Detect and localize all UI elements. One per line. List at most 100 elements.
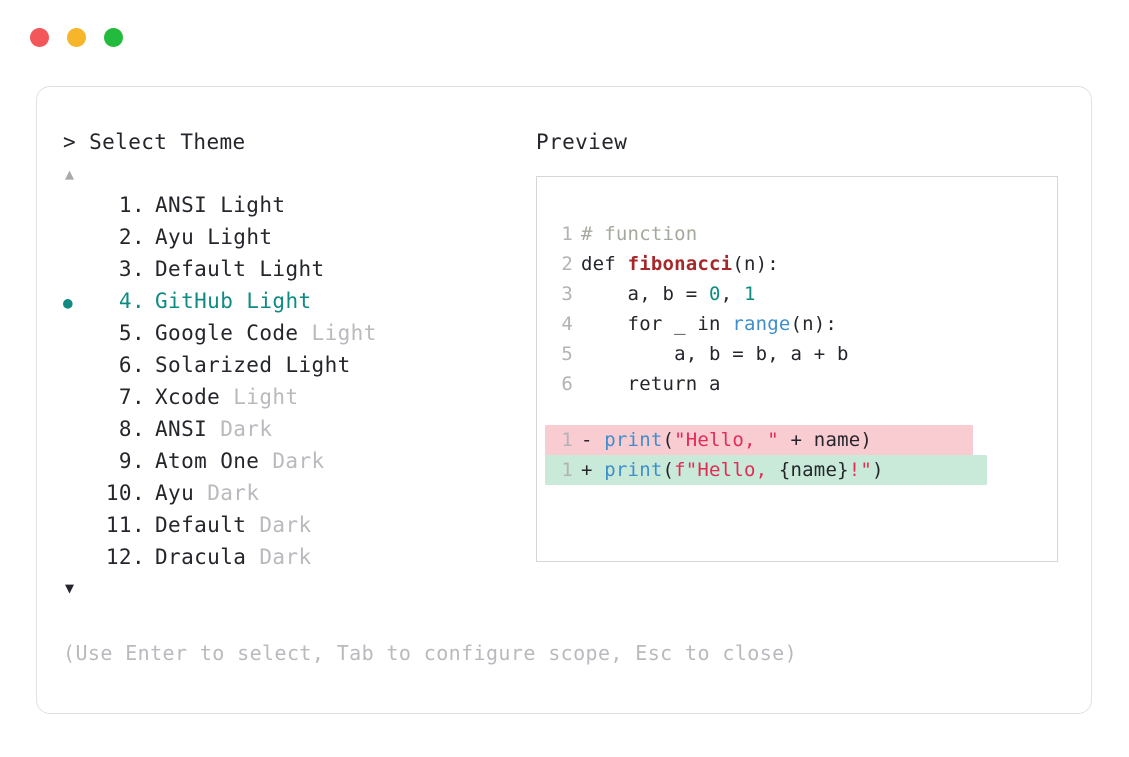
theme-item-variant: Dark bbox=[259, 513, 312, 537]
theme-item-variant: Light bbox=[207, 225, 273, 249]
theme-item-number: 9. bbox=[118, 449, 145, 473]
theme-item-name: Xcode bbox=[155, 385, 234, 409]
line-number: 6 bbox=[561, 373, 573, 395]
theme-item-name: Google Code bbox=[155, 321, 312, 345]
code-token: {name} bbox=[778, 459, 849, 481]
theme-item-name: ANSI bbox=[155, 417, 221, 441]
code-line: 6 return a bbox=[537, 369, 1057, 399]
bullet-placeholder: ● bbox=[63, 351, 97, 383]
scroll-up-icon[interactable]: ▲ bbox=[65, 165, 75, 183]
theme-item-variant: Dark bbox=[207, 481, 260, 505]
code-token: a, b = bbox=[581, 283, 710, 305]
theme-list-item[interactable]: ●2.Ayu Light bbox=[63, 221, 533, 253]
theme-item-number: 11. bbox=[105, 513, 145, 537]
theme-item-number: 8. bbox=[118, 417, 145, 441]
theme-item-name: Ayu bbox=[155, 481, 208, 505]
diff-highlight bbox=[545, 425, 973, 455]
theme-item-variant: Dark bbox=[220, 417, 273, 441]
bullet-placeholder: ● bbox=[63, 415, 97, 447]
theme-item-number: 1. bbox=[118, 193, 145, 217]
code-token: return a bbox=[581, 373, 721, 395]
code-token: ) bbox=[872, 459, 884, 481]
theme-list-item[interactable]: ● 9. Atom One Dark bbox=[63, 445, 533, 477]
code-content: a, b = 0, 1 bbox=[581, 279, 756, 309]
theme-item-variant: Light bbox=[220, 193, 286, 217]
theme-item-variant: Dark bbox=[259, 545, 312, 569]
code-line: 3 a, b = 0, 1 bbox=[537, 279, 1057, 309]
theme-list-item[interactable]: ●3.Default Light bbox=[63, 253, 533, 285]
code-token: def bbox=[581, 253, 628, 275]
code-token: for _ in bbox=[581, 313, 733, 335]
code-line: 5 a, b = b, a + b bbox=[537, 339, 1057, 369]
theme-item-number: 3. bbox=[118, 257, 145, 281]
theme-item-name: Atom One bbox=[155, 449, 273, 473]
code-line: 1# function bbox=[537, 219, 1057, 249]
theme-picker-card: > Select Theme ▲ ● 1. ANSI Light ● 2. Ayu Lig… bbox=[36, 86, 1092, 714]
line-number: 1 bbox=[561, 429, 573, 451]
theme-item-number: 6. bbox=[118, 353, 145, 377]
theme-list-item[interactable]: ● 10. Ayu Dark bbox=[63, 477, 533, 509]
bullet-placeholder: ● bbox=[63, 543, 97, 575]
bullet-placeholder: ● bbox=[63, 447, 97, 479]
scroll-down-icon[interactable]: ▼ bbox=[65, 579, 75, 597]
theme-item-name: GitHub bbox=[155, 289, 247, 313]
bullet-placeholder: ● bbox=[63, 479, 97, 511]
bullet-placeholder: ● bbox=[63, 319, 97, 351]
theme-item-number: 2. bbox=[118, 225, 145, 249]
theme-item-variant: Light bbox=[246, 289, 312, 313]
theme-item-name: Default bbox=[155, 513, 260, 537]
theme-list-item[interactable]: ● 8. ANSI Dark bbox=[63, 413, 533, 445]
theme-item-variant: Dark bbox=[272, 449, 325, 473]
code-token: f"Hello, bbox=[674, 459, 779, 481]
code-token: "Hello, " bbox=[674, 429, 779, 451]
code-token: print bbox=[604, 429, 663, 451]
theme-list-item[interactable]: ●4.GitHub Light bbox=[63, 285, 533, 317]
code-token: # function bbox=[581, 223, 698, 245]
line-number: 1 bbox=[561, 459, 573, 481]
theme-list-item[interactable]: ●1.ANSI Light bbox=[63, 189, 533, 221]
code-token: a, b = b, a + b bbox=[581, 343, 849, 365]
diff-removed-line: 1- print("Hello, " + name) bbox=[537, 425, 1057, 455]
code-content: def fibonacci(n): bbox=[581, 249, 779, 279]
bullet-placeholder: ● bbox=[63, 383, 97, 415]
maximize-dot[interactable] bbox=[104, 28, 123, 47]
theme-item-name: Solarized bbox=[155, 353, 286, 377]
code-token: ( bbox=[662, 459, 675, 481]
code-token: print bbox=[604, 459, 663, 481]
theme-list-item[interactable]: ● 6. Solarized Light bbox=[63, 349, 533, 381]
theme-list[interactable]: ●1.ANSI Light●2.Ayu Light●3.Default Ligh… bbox=[63, 189, 533, 573]
theme-item-name: Ayu bbox=[155, 225, 208, 249]
window-titlebar bbox=[30, 28, 123, 47]
theme-selection-panel: > Select Theme ▲ ● 1. ANSI Light ● 2. Ayu Lig… bbox=[63, 127, 533, 599]
theme-list-item[interactable]: ●7.Xcode Light bbox=[63, 381, 533, 413]
minimize-dot[interactable] bbox=[67, 28, 86, 47]
bullet-placeholder: ● bbox=[63, 191, 97, 223]
theme-item-variant: Light bbox=[259, 257, 325, 281]
theme-item-variant: Light bbox=[233, 385, 299, 409]
theme-list-item[interactable]: ● 11. Default Dark bbox=[63, 509, 533, 541]
code-content: for _ in range(n): bbox=[581, 309, 837, 339]
theme-item-number: 12. bbox=[105, 545, 145, 569]
bullet-placeholder: ● bbox=[63, 511, 97, 543]
diff-added-line: 1 + print(f"Hello, {name}!") bbox=[537, 455, 1057, 485]
keyboard-hint: (Use Enter to select, Tab to configure s… bbox=[63, 641, 798, 665]
theme-item-variant: Light bbox=[285, 353, 351, 377]
page-title: > Select Theme bbox=[63, 130, 246, 154]
code-token: + name) bbox=[778, 429, 873, 451]
theme-item-name: Dracula bbox=[155, 545, 260, 569]
close-dot[interactable] bbox=[30, 28, 49, 47]
theme-list-item[interactable]: ● 12. Dracula Dark bbox=[63, 541, 533, 573]
line-number: 3 bbox=[561, 283, 573, 305]
code-token: (n): bbox=[732, 253, 779, 275]
code-content: print(f"Hello, {name}!") bbox=[604, 455, 883, 485]
code-token: (n): bbox=[790, 313, 838, 335]
theme-item-number: 10. bbox=[105, 481, 145, 505]
diff-highlight bbox=[545, 455, 987, 485]
code-content: return a bbox=[581, 369, 721, 399]
diff-plus-sign: + bbox=[581, 459, 605, 481]
theme-list-item[interactable]: ●5.Google Code Light bbox=[63, 317, 533, 349]
